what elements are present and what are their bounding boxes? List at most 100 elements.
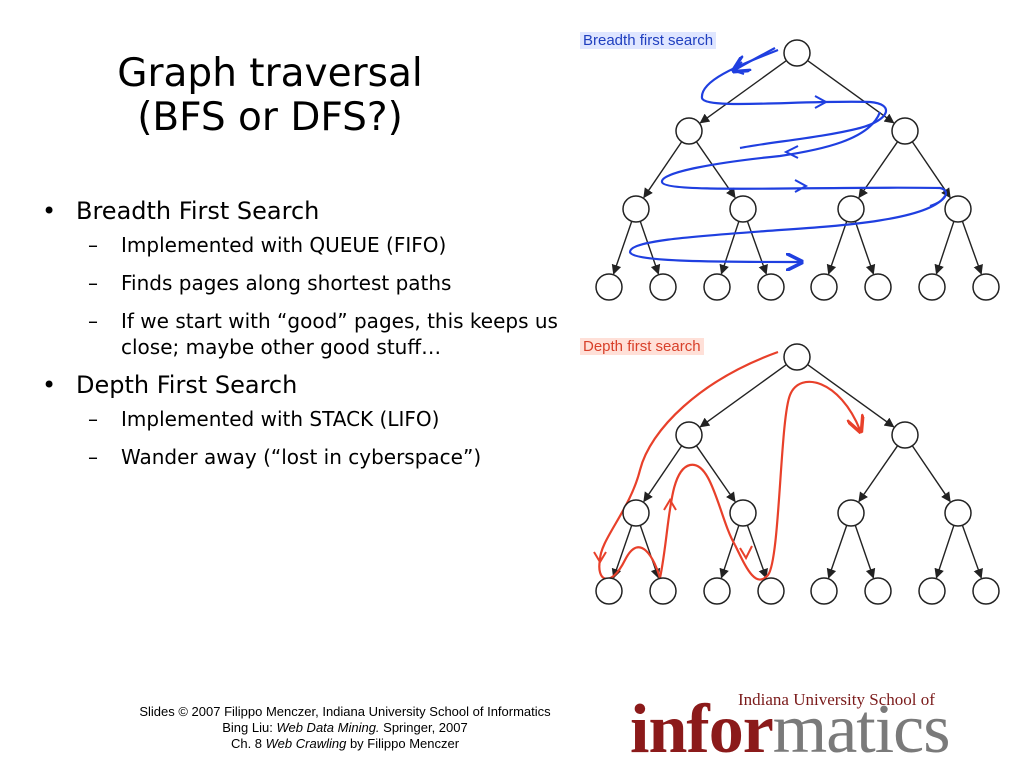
sub-bullet-dash: –: [88, 407, 98, 431]
bullet-dot: •: [42, 197, 57, 225]
bfs-path: [660, 111, 948, 208]
tree-edge: [911, 445, 951, 503]
tree-edge: [699, 60, 787, 124]
slide-footer: Slides © 2007 Filippo Menczer, Indiana U…: [110, 704, 580, 752]
tree-node: [757, 577, 785, 605]
tree-edge: [699, 364, 787, 428]
bfs-path: [700, 48, 888, 150]
slide-title: Graph traversal (BFS or DFS?): [60, 52, 480, 140]
sub-bullet-dash: –: [88, 233, 98, 257]
footer-text: Bing Liu:: [222, 720, 277, 735]
tree-node: [810, 273, 838, 301]
tree-edge: [611, 221, 633, 275]
dfs-path: [658, 463, 736, 579]
traversal-paths: [593, 47, 948, 581]
tree-edge: [911, 141, 951, 199]
sub-bullet-text: Implemented with STACK (LIFO): [121, 407, 440, 431]
footer-text: Springer, 2007: [379, 720, 468, 735]
dfs-path: [598, 546, 662, 580]
sub-bullet: – Implemented with QUEUE (FIFO): [40, 232, 560, 258]
tree-node: [864, 577, 892, 605]
tree-node: [729, 499, 757, 527]
tree-edge: [826, 221, 848, 275]
tree-node: [944, 195, 972, 223]
logo-school-name: Indiana University School of: [738, 690, 935, 709]
tree-node: [675, 117, 703, 145]
dfs-path: [598, 350, 779, 561]
tree-edge: [643, 141, 683, 199]
logo-wordmark: informatics: [630, 694, 950, 766]
sub-bullet-text: Wander away (“lost in cyberspace”): [121, 445, 482, 469]
tree-edge: [934, 221, 955, 275]
bullet-dot: •: [42, 371, 57, 399]
tree-node: [703, 577, 731, 605]
tree-edge: [719, 525, 740, 579]
tree-edge: [858, 445, 899, 503]
tree-edge: [854, 525, 876, 579]
tree-node: [891, 117, 919, 145]
tree-edge: [807, 364, 895, 428]
bfs-path: [628, 195, 946, 262]
tree-edge: [746, 524, 768, 579]
bullet-list: • Breadth First Search – Implemented wit…: [40, 196, 560, 482]
sub-bullet: – If we start with “good” pages, this ke…: [40, 308, 560, 360]
tree-node: [757, 273, 785, 301]
tree-node: [810, 577, 838, 605]
footer-book-title: Web Data Mining.: [276, 720, 380, 735]
sub-bullet-text: Implemented with QUEUE (FIFO): [121, 233, 447, 257]
dfs-arrowhead: [593, 551, 607, 564]
tree-node: [595, 577, 623, 605]
tree-node: [783, 343, 811, 371]
bfs-arrowhead: [814, 95, 829, 109]
tree-edge: [643, 445, 683, 503]
bfs-arrowhead: [729, 61, 745, 75]
dfs-arrowhead: [739, 545, 753, 561]
bfs-arrowhead: [794, 179, 809, 193]
title-line-1: Graph traversal: [117, 51, 423, 96]
tree-node: [918, 577, 946, 605]
sub-bullet: – Wander away (“lost in cyberspace”): [40, 444, 560, 470]
dfs-arrowhead: [663, 498, 677, 511]
tree-edge: [807, 60, 895, 124]
tree-nodes: [595, 39, 1000, 605]
tree-node: [972, 577, 1000, 605]
bullet-bfs-label: Breadth First Search: [76, 197, 320, 225]
logo-light-part: matics: [772, 691, 951, 768]
tree-node: [649, 273, 677, 301]
tree-edge: [695, 445, 736, 503]
footer-chapter-title: Web Crawling: [265, 736, 347, 751]
tree-node: [783, 39, 811, 67]
tree-edge: [961, 220, 983, 275]
tree-edge: [961, 524, 983, 579]
tree-edge: [858, 141, 899, 199]
tree-node: [972, 273, 1000, 301]
sub-bullet-text: If we start with “good” pages, this keep…: [121, 309, 558, 359]
sub-bullet-dash: –: [88, 309, 98, 333]
title-line-2: (BFS or DFS?): [137, 95, 403, 140]
tree-node: [622, 499, 650, 527]
tree-edge: [826, 525, 848, 579]
tree-node: [864, 273, 892, 301]
tree-node: [944, 499, 972, 527]
dfs-diagram-label: Depth first search: [580, 338, 704, 355]
bullet-dfs-label: Depth First Search: [76, 371, 298, 399]
tree-edge: [719, 221, 740, 275]
tree-node: [837, 499, 865, 527]
tree-edge: [639, 525, 661, 579]
tree-node: [891, 421, 919, 449]
sub-bullet-text: Finds pages along shortest paths: [121, 271, 452, 295]
dfs-path: [734, 380, 860, 581]
tree-node: [649, 577, 677, 605]
sub-bullet-dash: –: [88, 445, 98, 469]
sub-bullet: – Implemented with STACK (LIFO): [40, 406, 560, 432]
tree-edge: [746, 220, 768, 275]
sub-bullet-dash: –: [88, 271, 98, 295]
footer-text: by Filippo Menczer: [346, 736, 460, 751]
bfs-arrowhead: [783, 145, 799, 159]
tree-node: [595, 273, 623, 301]
tree-edge: [934, 525, 955, 579]
footer-line-3: Ch. 8 Web Crawling by Filippo Menczer: [110, 736, 580, 752]
tree-node: [675, 421, 703, 449]
